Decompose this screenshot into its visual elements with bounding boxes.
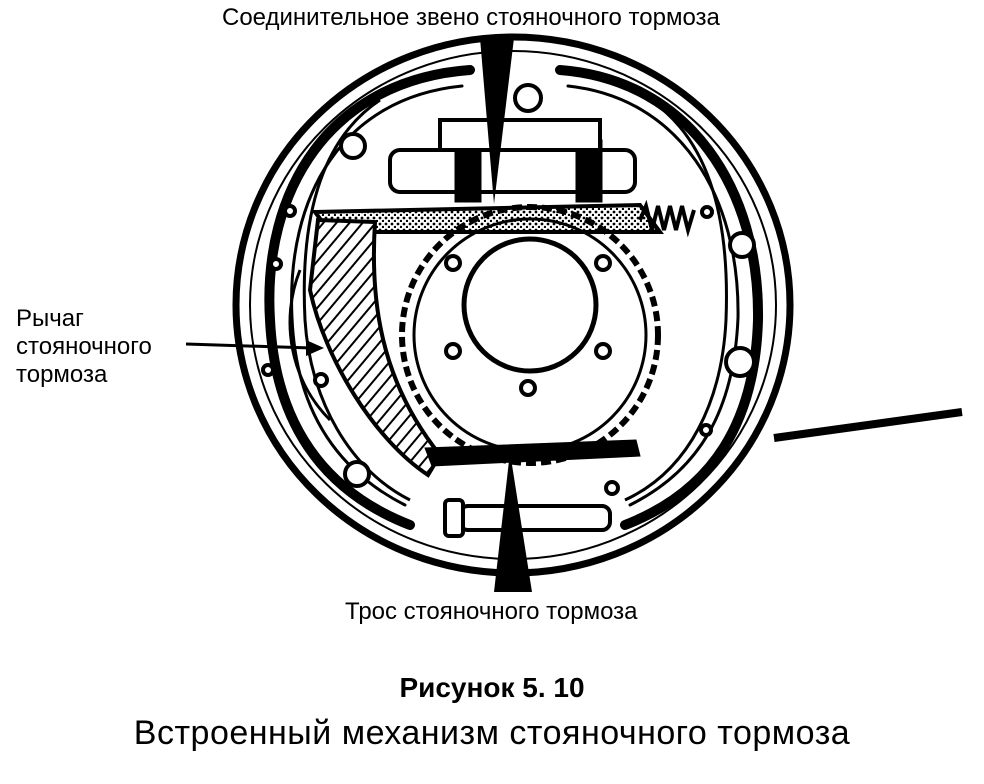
parking-brake-lever	[307, 217, 443, 478]
lever-pointer-arrow	[185, 340, 324, 356]
hub-bolt-holes	[444, 254, 612, 397]
return-spring	[638, 199, 696, 238]
label-lever-line3: тормоза	[16, 361, 108, 388]
figure-title: Встроенный механизм стояночного тормоза	[133, 714, 851, 752]
label-parking-brake-lever: Рычаг стояночного тормоза	[16, 305, 152, 389]
label-parking-brake-cable: Трос стояночного тормоза	[345, 598, 638, 625]
figure-number: Рисунок 5. 10	[399, 672, 585, 703]
mounting-holes	[261, 83, 756, 496]
brake-shoe-right	[555, 65, 764, 530]
pointer-wedge-bottom	[494, 452, 532, 592]
label-lever-line2: стояночного	[16, 333, 152, 360]
pointer-wedge-top	[480, 38, 514, 204]
adjuster	[424, 439, 641, 538]
label-connecting-link: Соединительное звено стояночного тормоза	[222, 4, 720, 31]
wheel-cylinder	[388, 118, 637, 203]
hub-drum	[399, 204, 661, 466]
label-lever-line1: Рычаг	[16, 305, 84, 332]
parking-brake-cable	[773, 408, 965, 445]
